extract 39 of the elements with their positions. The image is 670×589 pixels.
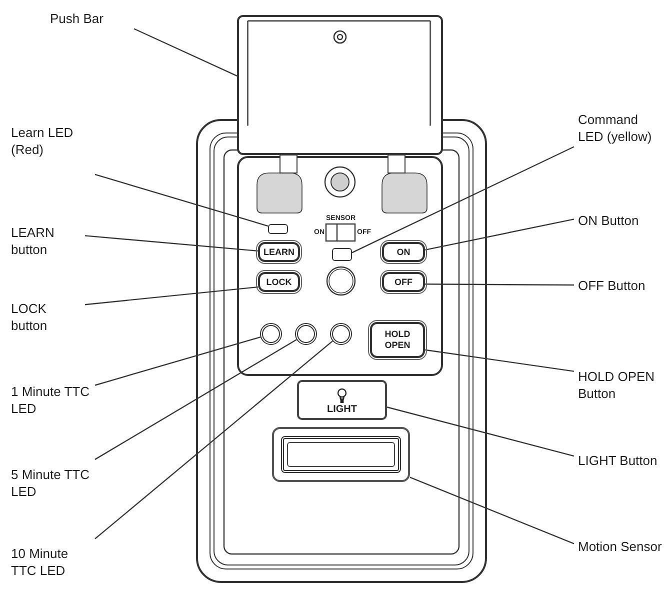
callout-label: LEARN button <box>11 224 81 258</box>
push-button: ON <box>382 242 425 262</box>
leader-line <box>410 476 574 544</box>
push-button: OFF <box>382 272 425 292</box>
leader-line <box>94 336 261 386</box>
callout-label: 5 Minute TTC LED <box>11 466 91 500</box>
indicator-led <box>260 323 282 345</box>
indicator-led <box>330 323 352 345</box>
callout-label: ON Button <box>578 212 668 229</box>
leader-line <box>94 340 333 540</box>
leader-line <box>84 235 258 252</box>
leader-line <box>94 174 268 227</box>
leader-line <box>386 406 574 457</box>
leader-line <box>134 28 238 76</box>
leader-line <box>94 339 297 460</box>
indicator-led <box>295 323 317 345</box>
leader-line <box>84 286 258 306</box>
push-button: LOCK <box>258 272 300 292</box>
leader-line <box>424 349 574 372</box>
callout-label: HOLD OPEN Button <box>578 368 666 402</box>
callout-label: Push Bar <box>50 10 130 27</box>
callout-label: 1 Minute TTC LED <box>11 383 91 417</box>
motion-sensor-window <box>272 427 410 482</box>
callout-label: LIGHT Button <box>578 452 664 469</box>
push-bar <box>237 15 443 155</box>
leader-line <box>352 146 574 254</box>
indicator-led <box>332 248 352 261</box>
leader-line <box>425 284 574 286</box>
indicator-led <box>268 224 288 234</box>
callout-label: Learn LED (Red) <box>11 124 91 158</box>
push-button: HOLD OPEN <box>370 322 425 358</box>
callout-label: OFF Button <box>578 277 668 294</box>
callout-label: Motion Sensor <box>578 538 664 555</box>
light-button: LIGHT <box>297 380 387 420</box>
leader-line <box>424 218 574 250</box>
callout-label: Command LED (yellow) <box>578 111 664 145</box>
callout-label: 10 Minute TTC LED <box>11 545 91 579</box>
push-button: LEARN <box>258 242 300 262</box>
callout-label: LOCK button <box>11 300 81 334</box>
